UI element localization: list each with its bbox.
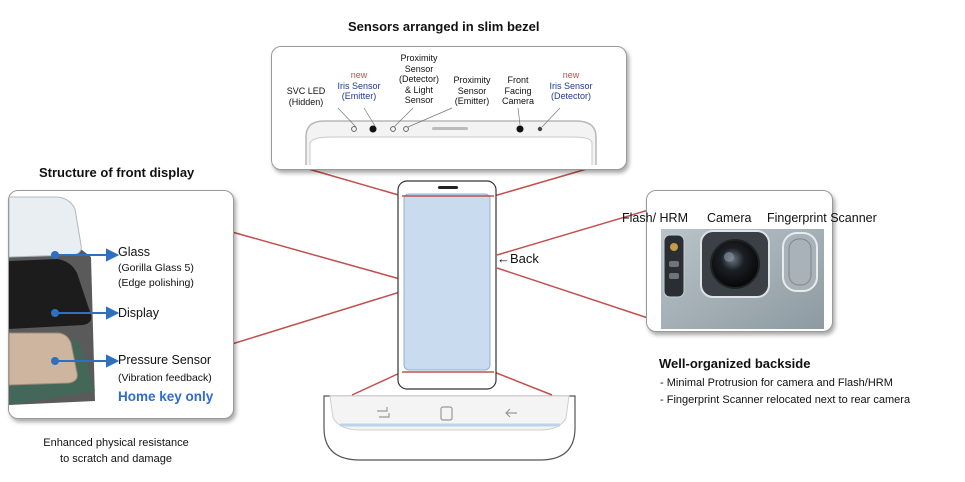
display-layers-drawing (9, 196, 120, 405)
iris-emitter-label: new Iris Sensor (Emitter) (337, 70, 381, 101)
center-phone-screen (403, 193, 491, 371)
glass-label: Glass (118, 245, 150, 259)
display-arrow-dot (51, 309, 59, 317)
bottom-right-connector (493, 371, 553, 396)
flash-hrm-label: Flash/ HRM (622, 211, 688, 225)
top-panel-title: Sensors arranged in slim bezel (348, 19, 540, 34)
top-right-connector (493, 165, 598, 197)
prox-emitter-dot (403, 126, 409, 132)
home-key-label: Home key only (118, 389, 214, 404)
right-bottom-connector (496, 267, 661, 323)
camera-label: Camera (707, 211, 752, 225)
display-label: Display (118, 306, 159, 320)
recent-apps-icon (377, 407, 390, 418)
fingerprint-label: Fingerprint Scanner (767, 211, 877, 225)
top-left-connector (304, 167, 403, 197)
backside-bullet-2: - Fingerprint Scanner relocated next to … (660, 394, 911, 406)
front-display-panel (8, 190, 234, 419)
pressure-sub-label: (Vibration feedback) (118, 372, 212, 384)
svc-led-label: SVC LED(Hidden) (286, 86, 326, 107)
left-top-connector (231, 231, 401, 280)
front-camera-dot (516, 125, 524, 133)
fingerprint-scanner (782, 232, 818, 292)
back-nav-icon (505, 408, 517, 418)
pressure-label: Pressure Sensor (118, 353, 212, 367)
backside-panel (646, 190, 833, 332)
right-top-connector (496, 205, 663, 256)
prox-detector-dot (390, 126, 396, 132)
iris-detector-dot (537, 126, 543, 132)
left-bottom-connector (231, 291, 401, 345)
top-bezel-drawing (305, 107, 597, 165)
front-camera-label: Front Facing Camera (501, 75, 534, 106)
prox-detector-label: Proximity Sensor (Detector) & Light Sens… (398, 53, 439, 105)
bottom-left-connector (351, 371, 403, 396)
back-label: ←Back (497, 251, 539, 266)
backside-title: Well-organized backside (659, 356, 811, 371)
iris-detector-label: new Iris Sensor (Detector) (549, 70, 593, 101)
glass-arrow-dot (51, 251, 59, 259)
left-panel-title: Structure of front display (39, 165, 195, 180)
backside-bullet-1: - Minimal Protrusion for camera and Flas… (660, 377, 893, 389)
glass-sub-label-2: (Edge polishing) (118, 277, 194, 289)
pressure-arrow-dot (51, 357, 59, 365)
prox-emitter-label: Proximity Sensor (Emitter) (453, 75, 491, 106)
home-button-icon (440, 406, 453, 421)
glass-sub-label-1: (Gorilla Glass 5) (118, 262, 194, 274)
top-sensor-panel (271, 46, 627, 170)
backside-photo (661, 229, 824, 329)
center-phone-speaker (438, 186, 458, 189)
iris-emitter-dot (369, 125, 377, 133)
svc-led-dot (351, 126, 357, 132)
